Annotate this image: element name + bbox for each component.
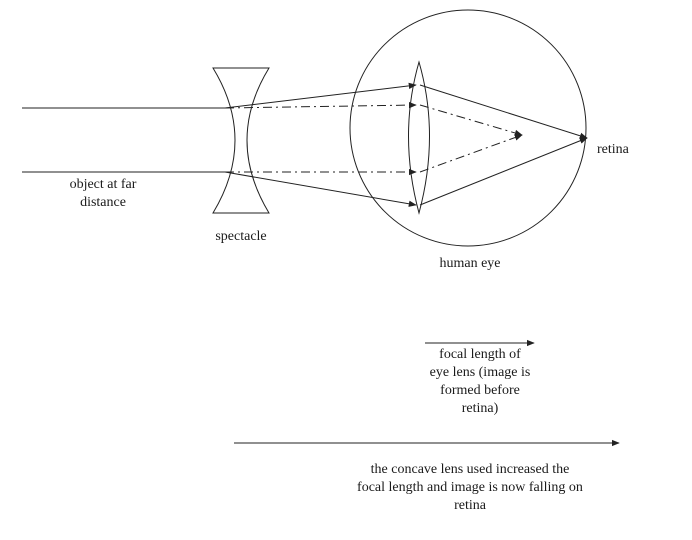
converged-ray-bottom	[419, 137, 588, 206]
uncorrected-ray-top	[224, 101, 417, 109]
diverged-ray-top	[224, 82, 417, 109]
eye-lens	[408, 60, 430, 215]
concave-lens-note: the concave lens used increased the foca…	[357, 462, 583, 513]
concave-lens	[212, 67, 270, 214]
retina-label: retina	[597, 142, 629, 157]
diverged-ray-bottom	[224, 171, 417, 207]
eyeball-outline	[349, 9, 587, 247]
converged-ray-top	[419, 84, 588, 139]
uncorrected-focus-ray-top	[419, 104, 523, 137]
object-label: object at far distance	[69, 177, 137, 210]
human-eye-label: human eye	[439, 256, 501, 271]
focal-length-note: focal length of eye lens (image is forme…	[429, 347, 531, 416]
uncorrected-focus-ray-bottom	[419, 134, 523, 173]
spectacle-label: spectacle	[215, 229, 267, 244]
